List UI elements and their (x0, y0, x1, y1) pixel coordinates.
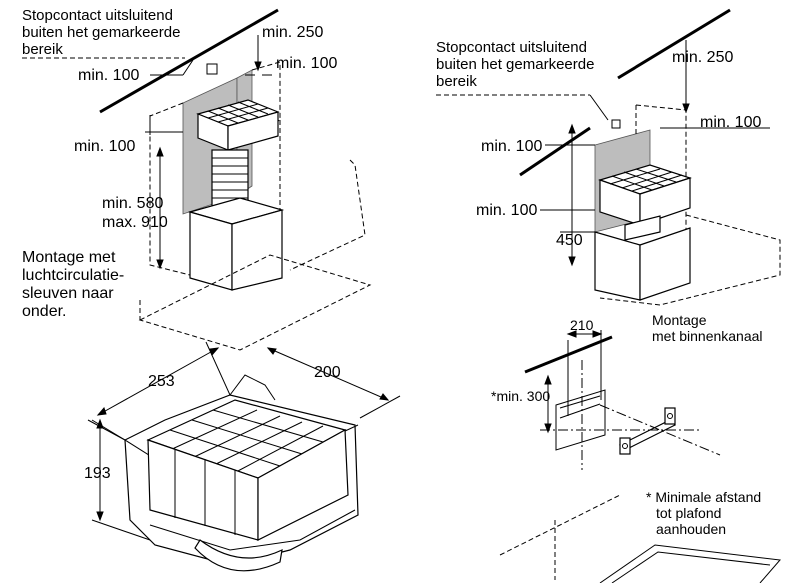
carbon-filter-right (598, 164, 692, 241)
inner-duct-figure: Montage met binnenkanaal 210 *min. 300 *… (491, 312, 781, 583)
dim-min-100-far-right: min. 100 (700, 114, 761, 131)
dim-min-300: *min. 300 (491, 388, 550, 404)
footnote-line-1: * Minimale afstand (646, 489, 761, 505)
recirculation-mounting-figure: Stopcontact uitsluitend buiten het gemar… (22, 7, 372, 351)
dim-253: 253 (148, 373, 175, 390)
dim-210: 210 (570, 317, 594, 333)
dim-max-910: max. 910 (102, 214, 168, 231)
inner-mounting-line-1: Montage (652, 312, 707, 328)
footnote-line-3: aanhouden (656, 521, 726, 537)
socket-icon (206, 63, 218, 75)
socket-note-line-2: buiten het gemarkeerde (22, 24, 180, 41)
footnote-line-2: tot plafond (656, 505, 721, 521)
duct-section (187, 149, 285, 225)
dim-min-100-lower: min. 100 (476, 202, 537, 219)
hood-body (189, 209, 283, 291)
socket-note-line-3: bereik (22, 41, 63, 58)
mounting-note-line-2: luchtcirculatie- (22, 267, 124, 284)
dimension-lines-right (540, 40, 770, 267)
wall-bracket (618, 407, 677, 455)
dim-min-100-right: min. 100 (276, 55, 337, 72)
socket-icon-right (611, 119, 621, 129)
ceiling-line-right (519, 126, 591, 177)
dimension-lines (145, 35, 272, 270)
filter-grid (146, 399, 349, 541)
hob-outline (599, 544, 781, 583)
mounting-note-line-3: sleuven naar (22, 285, 114, 302)
dim-min-580: min. 580 (102, 195, 163, 212)
dim-min-250-right: min. 250 (672, 49, 733, 66)
inner-mounting-line-2: met binnenkanaal (652, 328, 763, 344)
ceiling-line-upper (617, 8, 731, 80)
mounting-note-line-4: onder. (22, 303, 66, 320)
dim-200: 200 (314, 364, 341, 381)
dim-min-250: min. 250 (262, 24, 323, 41)
dim-450: 450 (556, 232, 583, 249)
socket-note-r-line-1: Stopcontact uitsluitend (436, 39, 587, 56)
dim-min-100-upper: min. 100 (481, 138, 542, 155)
filter-box-figure: 253 200 193 (84, 341, 401, 572)
ceiling-line (99, 8, 279, 114)
second-mounting-figure: Stopcontact uitsluitend buiten het gemar… (436, 8, 781, 306)
dim-193: 193 (84, 465, 111, 482)
socket-note-line-1: Stopcontact uitsluitend (22, 7, 173, 24)
dim-min-100-mid: min. 100 (74, 138, 135, 155)
socket-note-r-line-3: bereik (436, 73, 477, 90)
dim-min-100-left: min. 100 (78, 67, 139, 84)
filter-dimension-lines (87, 341, 401, 541)
mounting-note-line-1: Montage met (22, 249, 116, 266)
socket-note-r-line-2: buiten het gemarkeerde (436, 56, 594, 73)
mounting-plate (555, 389, 606, 451)
